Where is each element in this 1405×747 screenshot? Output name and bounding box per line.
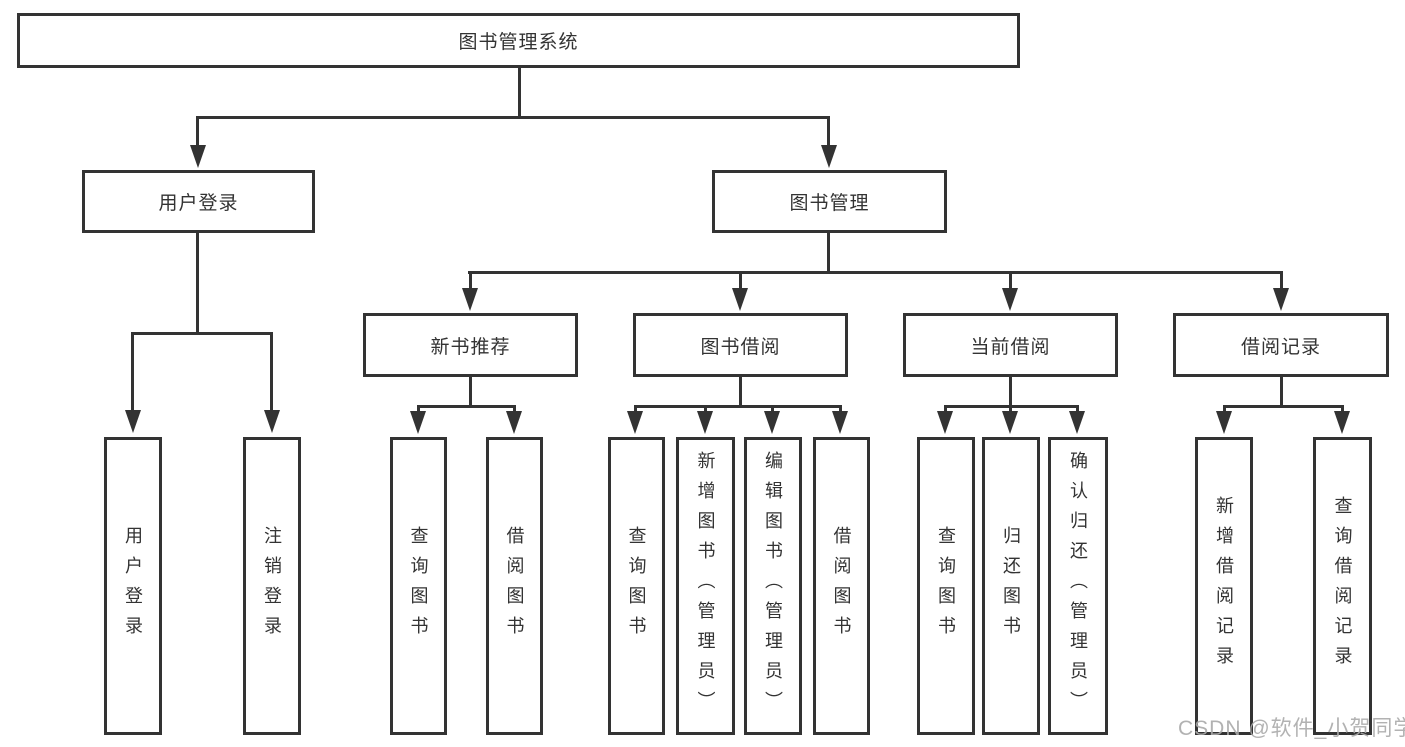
arrow-line (827, 116, 830, 150)
leaf-edit-books-admin: 编辑图书（管理员） (744, 437, 802, 735)
leaf-borrow-books-borrowing-label: 借阅图书 (831, 526, 852, 646)
node-new-book-recommend: 新书推荐 (363, 313, 578, 377)
leaf-query-books-recommend-label: 查询图书 (408, 526, 429, 646)
node-root-label: 图书管理系统 (458, 32, 579, 53)
leaf-borrow-books-recommend: 借阅图书 (486, 437, 543, 735)
arrowhead-icon (190, 145, 206, 168)
leaf-return-books-label: 归还图书 (1001, 526, 1021, 646)
leaf-user-login-label: 用户登录 (123, 526, 143, 646)
stem-line (827, 233, 830, 274)
stem-line (1280, 377, 1283, 408)
node-borrowing-records-label: 借阅记录 (1240, 336, 1321, 358)
node-book-management-label: 图书管理 (789, 193, 870, 214)
node-book-borrowing-label: 图书借阅 (700, 336, 781, 358)
arrow-line (1009, 271, 1012, 293)
arrow-line (270, 332, 273, 420)
arrowhead-icon (764, 411, 780, 434)
branch-line (131, 332, 273, 335)
leaf-add-borrow-record-label: 新增借阅记录 (1214, 496, 1234, 676)
branch-line (196, 116, 830, 119)
node-book-borrowing: 图书借阅 (633, 313, 848, 377)
stem-line (518, 66, 521, 119)
leaf-query-borrow-record: 查询借阅记录 (1313, 437, 1372, 735)
node-borrowing-records: 借阅记录 (1173, 313, 1389, 377)
arrowhead-icon (1002, 411, 1018, 434)
arrow-line (131, 332, 134, 420)
arrowhead-icon (937, 411, 953, 434)
arrowhead-icon (1002, 288, 1018, 311)
stem-line (469, 377, 472, 408)
leaf-query-books-borrowing: 查询图书 (608, 437, 665, 735)
branch-line (1223, 405, 1343, 408)
node-user-login-label: 用户登录 (158, 193, 239, 214)
arrow-line (469, 271, 472, 293)
arrowhead-icon (125, 410, 141, 433)
leaf-user-login: 用户登录 (104, 437, 162, 735)
leaf-add-books-admin: 新增图书（管理员） (676, 437, 735, 735)
node-new-book-recommend-label: 新书推荐 (430, 336, 511, 358)
branch-line (468, 271, 1282, 274)
branch-line (634, 405, 842, 408)
node-book-management: 图书管理 (712, 170, 947, 233)
leaf-query-books-current-label: 查询图书 (936, 526, 956, 646)
arrowhead-icon (697, 411, 713, 434)
branch-line (417, 405, 516, 408)
arrowhead-icon (1334, 411, 1350, 434)
stem-line (196, 233, 199, 335)
leaf-borrow-books-recommend-label: 借阅图书 (504, 526, 525, 646)
leaf-query-books-borrowing-label: 查询图书 (626, 526, 647, 646)
leaf-logout: 注销登录 (243, 437, 301, 735)
leaf-query-borrow-record-label: 查询借阅记录 (1332, 496, 1353, 676)
node-current-borrowing-label: 当前借阅 (970, 336, 1051, 358)
arrowhead-icon (832, 411, 848, 434)
leaf-confirm-return-admin-label: 确认归还（管理员） (1068, 451, 1088, 721)
arrowhead-icon (627, 411, 643, 434)
arrow-line (196, 116, 199, 150)
arrow-line (1280, 271, 1283, 293)
node-root: 图书管理系统 (17, 13, 1020, 68)
arrowhead-icon (821, 145, 837, 168)
leaf-add-borrow-record: 新增借阅记录 (1195, 437, 1253, 735)
arrow-line (739, 271, 742, 293)
node-current-borrowing: 当前借阅 (903, 313, 1118, 377)
csdn-watermark: CSDN @软件_小贺同学 (1178, 717, 1405, 740)
leaf-query-books-current: 查询图书 (917, 437, 975, 735)
stem-line (739, 377, 742, 408)
arrowhead-icon (1273, 288, 1289, 311)
arrowhead-icon (462, 288, 478, 311)
arrowhead-icon (410, 411, 426, 434)
leaf-add-books-admin-label: 新增图书（管理员） (695, 451, 716, 721)
leaf-query-books-recommend: 查询图书 (390, 437, 447, 735)
arrowhead-icon (1069, 411, 1085, 434)
node-user-login: 用户登录 (82, 170, 315, 233)
leaf-return-books: 归还图书 (982, 437, 1040, 735)
leaf-confirm-return-admin: 确认归还（管理员） (1048, 437, 1108, 735)
arrowhead-icon (506, 411, 522, 434)
arrowhead-icon (264, 410, 280, 433)
leaf-logout-label: 注销登录 (262, 526, 282, 646)
leaf-edit-books-admin-label: 编辑图书（管理员） (763, 451, 783, 721)
arrowhead-icon (732, 288, 748, 311)
arrowhead-icon (1216, 411, 1232, 434)
stem-line (1009, 377, 1012, 408)
leaf-borrow-books-borrowing: 借阅图书 (813, 437, 870, 735)
